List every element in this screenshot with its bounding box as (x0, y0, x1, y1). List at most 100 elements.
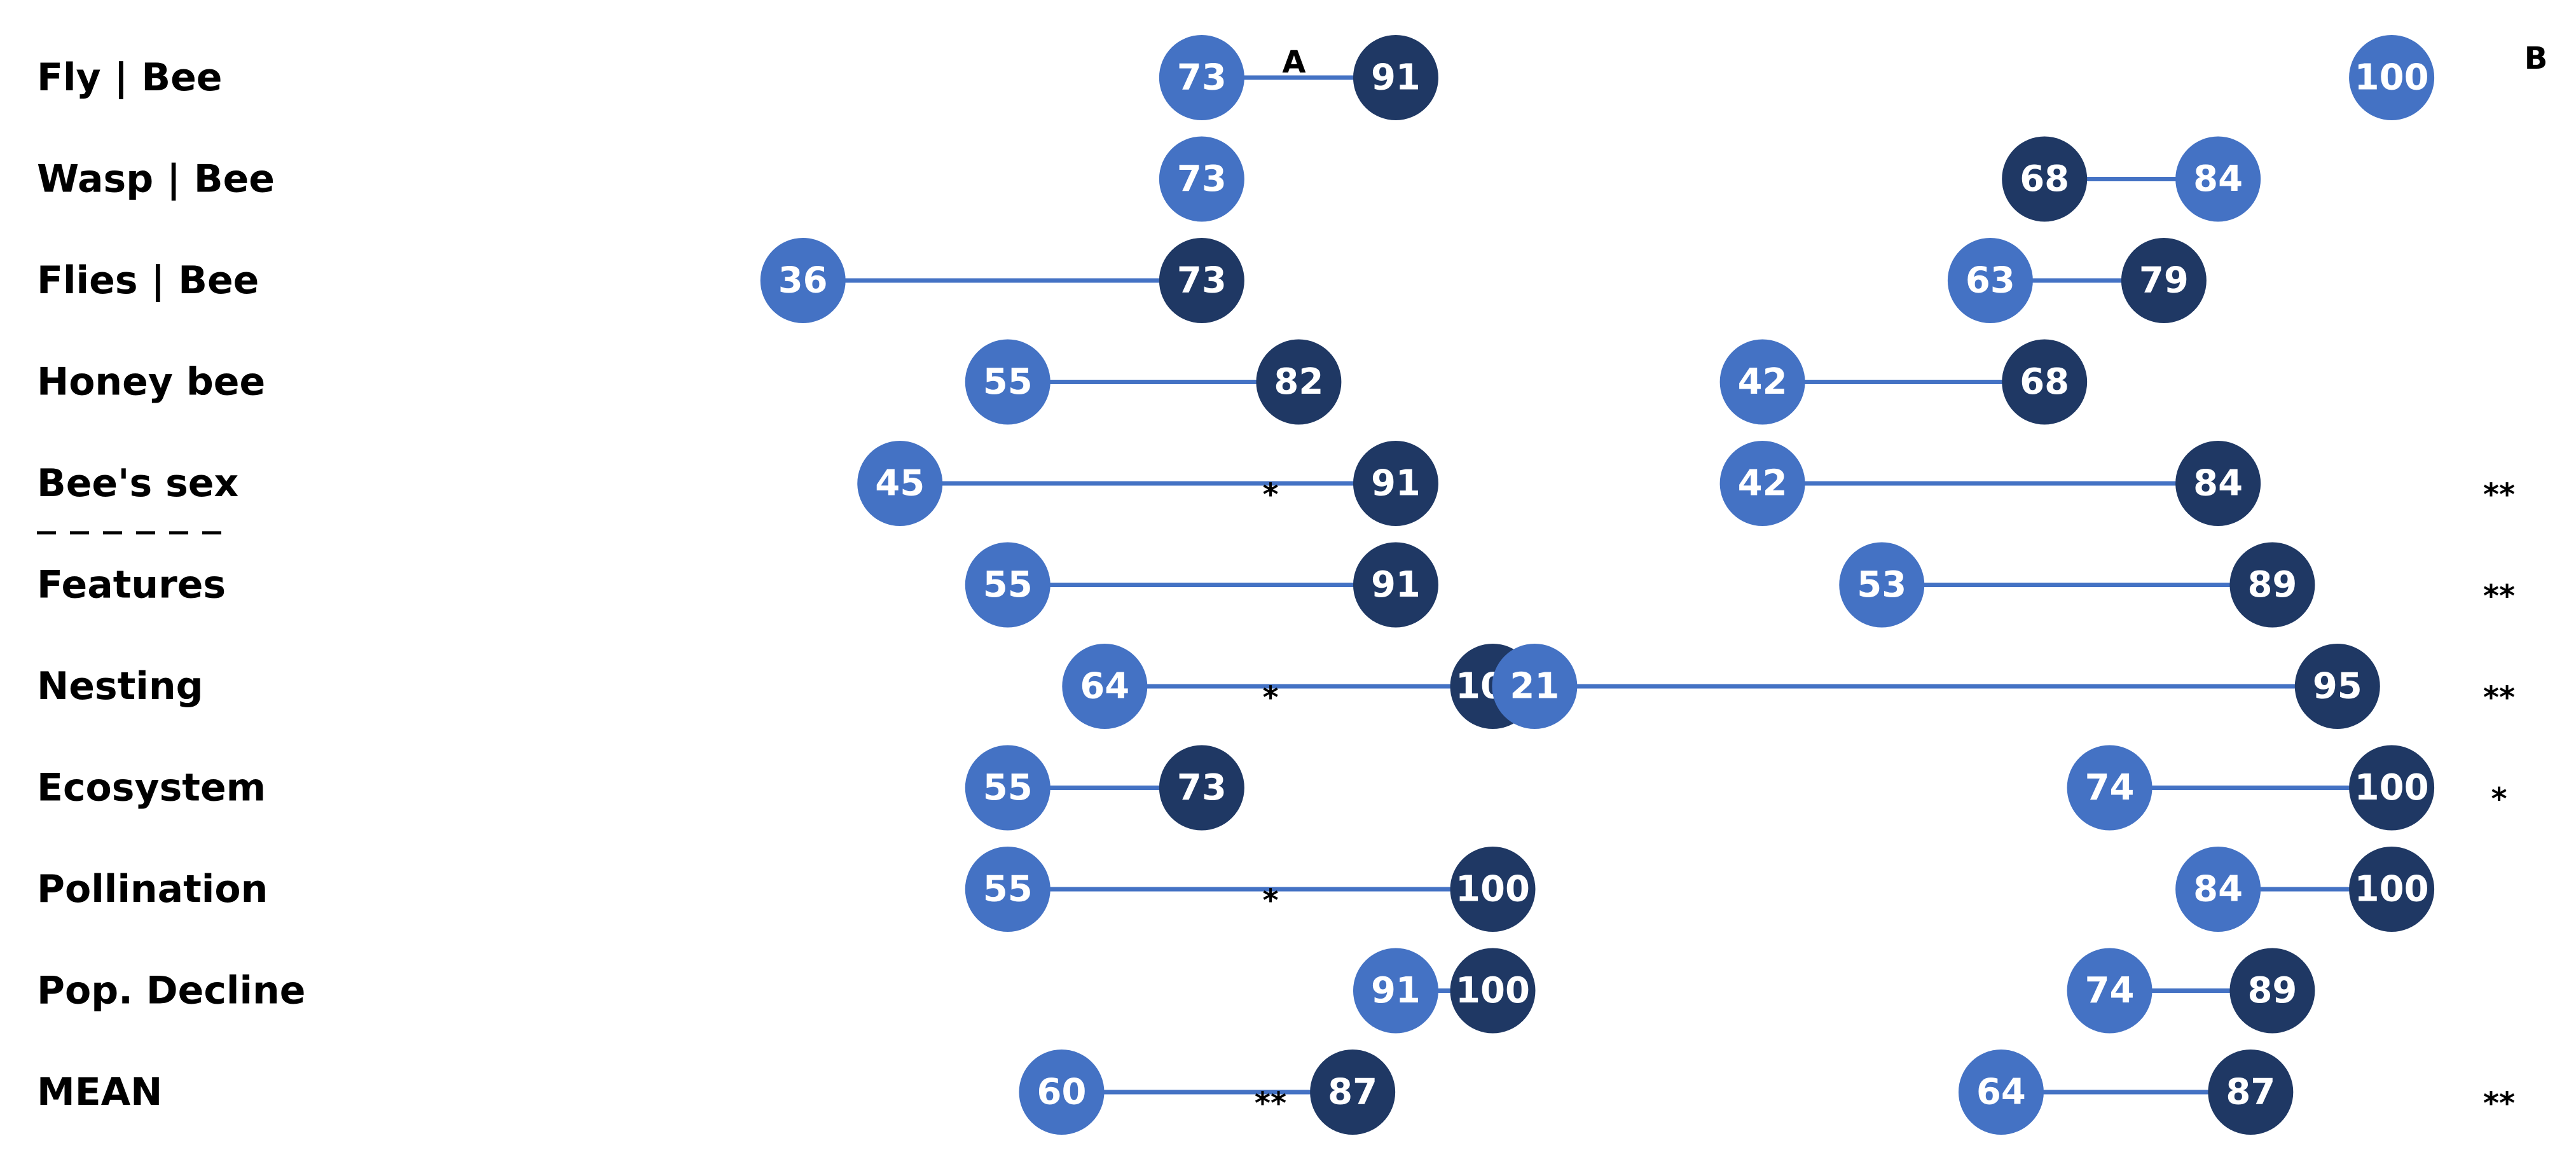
point-light (965, 542, 1050, 628)
point-dark (1256, 339, 1342, 425)
point-light (2067, 948, 2152, 1034)
point-light (1958, 1050, 2044, 1135)
category-label: Flies | Bee (37, 258, 259, 303)
point-light (2175, 847, 2261, 932)
point-dark (1159, 238, 1244, 323)
point-dark (1450, 948, 1536, 1034)
data-label: 74 (2085, 970, 2135, 1011)
data-label: 82 (1274, 361, 1323, 403)
point-dark (1353, 35, 1438, 120)
category-label: Pop. Decline (37, 969, 305, 1013)
data-label: 100 (1456, 970, 1530, 1011)
data-label: 89 (2247, 970, 2297, 1011)
data-label: 60 (1037, 1072, 1087, 1113)
data-label: 36 (778, 260, 828, 301)
point-dark (1159, 745, 1244, 831)
data-label: 91 (1371, 564, 1421, 606)
significance-marker: * (1262, 680, 1278, 716)
point-light (1159, 136, 1244, 222)
data-label: 73 (1177, 158, 1227, 200)
category-label: Ecosystem (37, 766, 266, 810)
point-light (2349, 35, 2435, 120)
point-dark (2002, 339, 2088, 425)
data-label: 53 (1857, 564, 1906, 606)
point-light (1839, 542, 1925, 628)
point-light (965, 847, 1050, 932)
data-label: 87 (2226, 1072, 2275, 1113)
point-light (2067, 745, 2152, 831)
data-label: 42 (1738, 463, 1787, 504)
data-label: 91 (1371, 970, 1421, 1011)
point-light (1159, 35, 1244, 120)
data-label: 100 (2355, 767, 2429, 808)
point-dark (1450, 847, 1536, 932)
significance-marker: ** (2483, 680, 2515, 716)
point-dark (2208, 1050, 2294, 1135)
point-light (965, 339, 1050, 425)
significance-marker: ** (2483, 579, 2515, 614)
data-label: 100 (2355, 57, 2429, 99)
point-dark (1310, 1050, 1396, 1135)
data-label: 68 (2020, 158, 2069, 200)
significance-marker: * (1262, 477, 1278, 513)
panel-label: B (2524, 41, 2548, 76)
point-light (857, 441, 943, 526)
data-label: 64 (1976, 1072, 2026, 1113)
data-label: 74 (2085, 767, 2135, 808)
point-light (1019, 1050, 1105, 1135)
data-label: 84 (2193, 869, 2243, 910)
significance-marker: ** (1255, 1086, 1286, 1121)
point-dark (2349, 745, 2435, 831)
category-label: Pollination (37, 867, 268, 911)
data-label: 79 (2139, 260, 2189, 301)
category-label: Nesting (37, 664, 203, 709)
data-label: 63 (1966, 260, 2015, 301)
data-label: 100 (2355, 869, 2429, 910)
point-light (965, 745, 1050, 831)
data-label: 55 (983, 869, 1033, 910)
data-label: 84 (2193, 463, 2243, 504)
point-light (760, 238, 846, 323)
significance-marker: * (1262, 883, 1278, 918)
data-label: 55 (983, 361, 1033, 403)
data-label: 55 (983, 767, 1033, 808)
point-dark (2121, 238, 2207, 323)
data-label: 21 (1510, 666, 1559, 707)
point-light (1719, 339, 1805, 425)
data-label: 45 (875, 463, 925, 504)
point-dark (1353, 441, 1438, 526)
data-label: 68 (2020, 361, 2069, 403)
data-label: 42 (1738, 361, 1787, 403)
category-label: Honey bee (37, 360, 265, 405)
data-label: 100 (1456, 869, 1530, 910)
data-label: 89 (2247, 564, 2297, 606)
data-label: 84 (2193, 158, 2243, 200)
point-dark (2229, 542, 2315, 628)
point-light (2175, 136, 2261, 222)
panel-label: A (1282, 45, 1305, 80)
point-dark (2229, 948, 2315, 1034)
point-light (1719, 441, 1805, 526)
point-light (1353, 948, 1438, 1034)
category-label: MEAN (37, 1070, 162, 1114)
data-label: 73 (1177, 767, 1227, 808)
category-label: Features (37, 563, 226, 607)
data-label: 95 (2313, 666, 2362, 707)
data-label: 91 (1371, 57, 1421, 99)
significance-marker: * (2491, 782, 2507, 817)
point-dark (2002, 136, 2088, 222)
category-label: Fly | Bee (37, 55, 222, 100)
data-label: 87 (1328, 1072, 1377, 1113)
category-label: Bee's sex (37, 461, 238, 506)
point-dark (2175, 441, 2261, 526)
category-label: Wasp | Bee (37, 157, 275, 202)
data-label: 73 (1177, 260, 1227, 301)
data-label: 91 (1371, 463, 1421, 504)
point-light (1062, 644, 1148, 729)
significance-marker: ** (2483, 1086, 2515, 1121)
data-label: 64 (1080, 666, 1129, 707)
point-dark (1353, 542, 1438, 628)
point-light (1492, 644, 1578, 729)
point-dark (2294, 644, 2380, 729)
